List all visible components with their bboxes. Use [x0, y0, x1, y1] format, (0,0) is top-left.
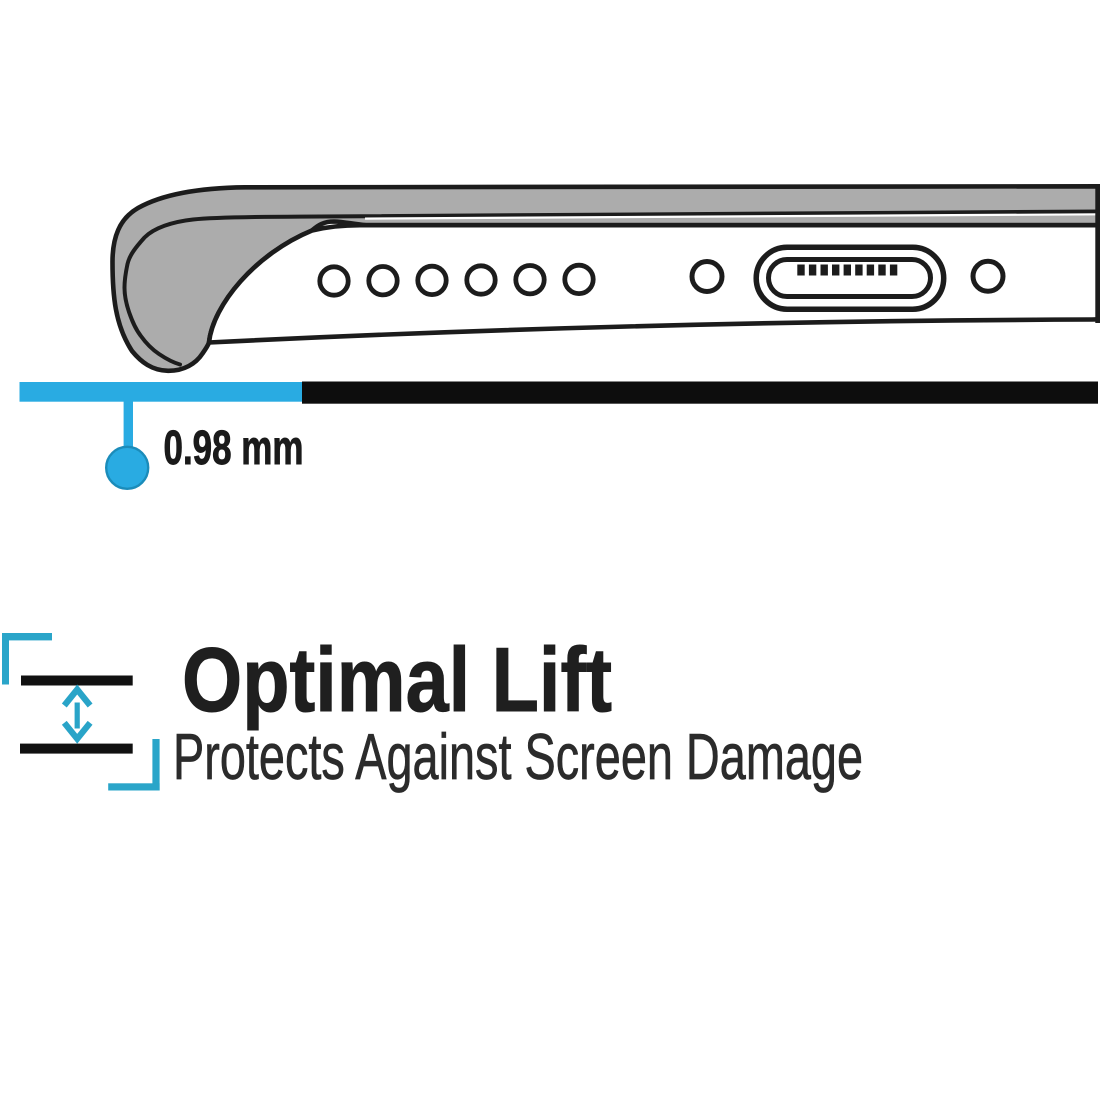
svg-text:0.98 mm: 0.98 mm [164, 422, 304, 475]
svg-text:Protects Against Screen Damage: Protects Against Screen Damage [173, 721, 863, 793]
svg-text:Optimal Lift: Optimal Lift [182, 630, 612, 731]
